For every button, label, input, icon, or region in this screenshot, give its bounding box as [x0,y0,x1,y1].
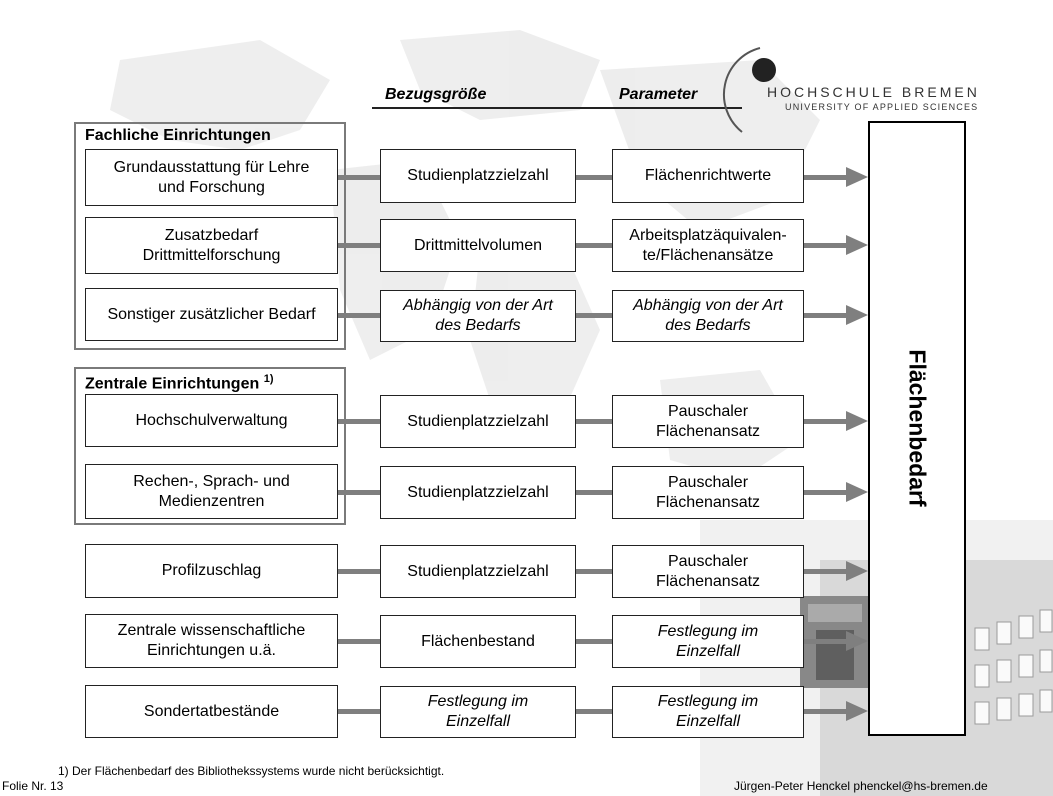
connector-line [336,490,384,495]
parameter-box-2: Arbeitsplatzäquivalen- te/Flächenansätze [612,219,804,272]
result-label: Flächenbedarf [904,349,931,507]
source-box-sonstiger: Sonstiger zusätzlicher Bedarf [85,288,338,341]
connector-line [802,175,848,180]
connector-line [574,709,614,714]
connector-line [802,419,848,424]
connector-line [802,243,848,248]
result-box [868,121,966,736]
reference-box-7: Flächenbestand [380,615,576,668]
reference-box-8: Festlegung im Einzelfall [380,686,576,738]
reference-box-5: Studienplatzzielzahl [380,466,576,519]
connector-line [336,175,384,180]
connector-line [574,639,614,644]
source-box-hochschulverwaltung: Hochschulverwaltung [85,394,338,447]
connector-line [802,639,848,644]
connector-line [574,243,614,248]
arrow-right-icon [846,305,868,325]
connector-line [336,569,384,574]
connector-line [574,175,614,180]
source-box-zentrale-wissenschaftliche: Zentrale wissenschaftliche Einrichtungen… [85,614,338,668]
reference-box-2: Drittmittelvolumen [380,219,576,272]
connector-line [336,243,384,248]
connector-line [574,313,614,318]
group-title-zentrale: Zentrale Einrichtungen 1) [85,373,274,393]
header-parameter: Parameter [619,86,698,103]
group-title-fachliche: Fachliche Einrichtungen [85,127,271,144]
arrow-right-icon [846,631,868,651]
reference-box-4: Studienplatzzielzahl [380,395,576,448]
source-box-grundausstattung: Grundausstattung für Lehre und Forschung [85,149,338,206]
slide-number: Folie Nr. 13 [2,779,64,793]
parameter-box-8: Festlegung im Einzelfall [612,686,804,738]
source-box-rechenzentren: Rechen-, Sprach- und Medienzentren [85,464,338,519]
connector-line [574,490,614,495]
connector-line [802,490,848,495]
logo-subtitle: UNIVERSITY OF APPLIED SCIENCES [785,102,979,112]
parameter-box-7: Festlegung im Einzelfall [612,615,804,668]
reference-box-1: Studienplatzzielzahl [380,149,576,203]
reference-box-6: Studienplatzzielzahl [380,545,576,598]
connector-line [336,313,384,318]
arrow-right-icon [846,561,868,581]
source-box-profilzuschlag: Profilzuschlag [85,544,338,598]
connector-line [336,419,384,424]
parameter-box-6: Pauschaler Flächenansatz [612,545,804,598]
parameter-box-4: Pauschaler Flächenansatz [612,395,804,448]
source-box-sondertatbestaende: Sondertatbestände [85,685,338,738]
connector-line [336,709,384,714]
logo-name: HOCHSCHULE BREMEN [767,84,980,100]
footnote: 1) Der Flächenbedarf des Bibliothekssyst… [58,764,445,778]
header-bezugsgroesse: Bezugsgröße [385,86,487,103]
arrow-right-icon [846,411,868,431]
parameter-box-3: Abhängig von der Art des Bedarfs [612,290,804,342]
arrow-right-icon [846,482,868,502]
connector-line [574,419,614,424]
reference-box-3: Abhängig von der Art des Bedarfs [380,290,576,342]
connector-line [802,709,848,714]
logo-mark-icon [722,47,776,133]
parameter-box-1: Flächenrichtwerte [612,149,804,203]
source-box-zusatzbedarf: Zusatzbedarf Drittmittelforschung [85,217,338,274]
connector-line [336,639,384,644]
parameter-box-5: Pauschaler Flächenansatz [612,466,804,519]
arrow-right-icon [846,701,868,721]
arrow-right-icon [846,235,868,255]
connector-line [574,569,614,574]
author-credit: Jürgen-Peter Henckel phenckel@hs-bremen.… [734,779,988,793]
arrow-right-icon [846,167,868,187]
footnote-marker: 1) [263,373,274,385]
header-underline [372,107,742,109]
connector-line [802,569,848,574]
connector-line [802,313,848,318]
